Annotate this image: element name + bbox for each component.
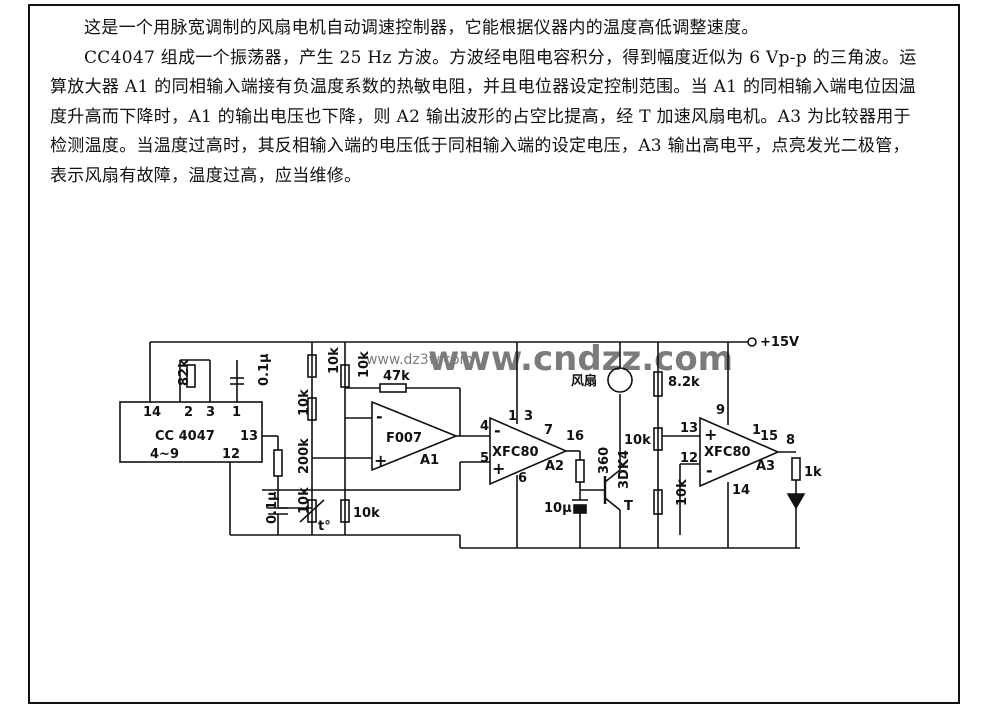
a2-pin16: 16 — [566, 429, 584, 444]
thermistor-label: t° — [318, 519, 331, 534]
description-text: 这是一个用脉宽调制的风扇电机自动调速控制器，它能根据仪器内的温度高低调整速度。 … — [50, 14, 920, 191]
a1-name: F007 — [386, 431, 422, 446]
r-10k-c-label: 10k — [297, 487, 312, 514]
watermark-large: www.cndzz.com — [428, 339, 733, 379]
a3-pin8: 8 — [786, 433, 795, 448]
a2-name: XFC80 — [492, 445, 539, 460]
cc4047-pin3: 3 — [206, 405, 215, 420]
r-8-2k-label: 8.2k — [668, 375, 700, 390]
a3-ref: A3 — [756, 459, 775, 474]
r-1k-label: 1k — [804, 465, 822, 480]
a2-pin7: 7 — [544, 423, 553, 438]
r-47k-label: 47k — [383, 369, 410, 384]
a3-plus: + — [704, 425, 717, 444]
opamp-a3 — [699, 416, 781, 488]
cc4047-name: CC 4047 — [155, 429, 215, 444]
a2-minus: - — [494, 421, 501, 440]
a3-pin15: 15 — [760, 429, 778, 444]
r-360-label: 360 — [597, 447, 612, 474]
cc4047-pin4-9: 4~9 — [150, 447, 179, 462]
description-paragraph-2: CC4047 组成一个振荡器，产生 25 Hz 方波。方波经电阻电容积分，得到幅… — [50, 47, 917, 186]
a1-plus: + — [374, 451, 387, 470]
cc4047-pin1: 1 — [232, 405, 241, 420]
r-82k-label: 82k — [177, 359, 192, 386]
a3-pin14: 14 — [732, 483, 750, 498]
cc4047-pin14: 14 — [143, 405, 161, 420]
a3-pin12: 12 — [680, 451, 698, 466]
fan-label: 风扇 — [571, 373, 597, 389]
a3-pin1: 1 — [752, 423, 761, 438]
supply-label: +15V — [760, 335, 799, 350]
r-10k-pot-right-label: 10k — [624, 433, 651, 448]
transistor-ref: T — [624, 499, 633, 514]
a2-plus: + — [492, 459, 505, 478]
supply-terminal — [747, 337, 757, 347]
c-bottom-label: 0.1μ — [265, 491, 280, 524]
r-10k-b-label: 10k — [297, 389, 312, 416]
a2-ref: A2 — [545, 459, 564, 474]
c-top-label: 0.1μ — [257, 353, 272, 386]
a3-minus: - — [706, 461, 713, 480]
c-10u-label: 10μ — [544, 501, 572, 516]
cc4047-pin12: 12 — [222, 447, 240, 462]
watermark-small: www.dz3w.com — [366, 352, 473, 368]
figure-frame — [28, 4, 960, 704]
opamp-a2 — [489, 416, 569, 486]
a2-pin6: 6 — [518, 471, 527, 486]
r-10k-bottom-right-label: 10k — [675, 479, 690, 506]
a2-pin3: 3 — [524, 409, 533, 424]
a2-pin4: 4 — [480, 419, 489, 434]
description-paragraph-1: 这是一个用脉宽调制的风扇电机自动调速控制器，它能根据仪器内的温度高低调整速度。 — [84, 18, 759, 38]
cc4047-pin2: 2 — [184, 405, 193, 420]
a3-name: XFC80 — [704, 445, 751, 460]
cc4047-block — [119, 401, 263, 463]
a3-pin9: 9 — [716, 403, 725, 418]
transistor-label: 3DK4 — [617, 450, 632, 489]
opamp-a1 — [371, 400, 459, 472]
a1-minus: - — [376, 407, 383, 426]
r-10k-d-label: 10k — [357, 351, 372, 378]
a2-pin1: 1 — [508, 409, 517, 424]
r-10k-e-label: 10k — [353, 506, 380, 521]
r-200k-label: 200k — [297, 438, 312, 474]
r-10k-a-label: 10k — [327, 347, 342, 374]
cc4047-pin13: 13 — [240, 429, 258, 444]
led — [786, 493, 806, 510]
a2-pin5: 5 — [480, 451, 489, 466]
a1-ref: A1 — [420, 453, 439, 468]
a3-pin13: 13 — [680, 421, 698, 436]
